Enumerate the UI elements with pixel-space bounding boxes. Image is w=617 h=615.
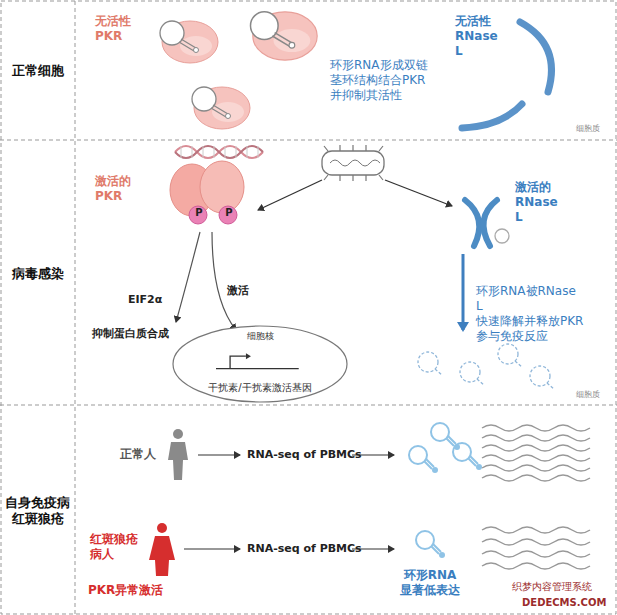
finding-label: PKR异常激活 xyxy=(88,583,163,598)
watermark: DEDECMS.COM xyxy=(522,597,606,610)
state-label: 无活性 RNase L xyxy=(455,14,498,59)
band-heading: 病毒感染 xyxy=(0,265,75,281)
band-heading: 自身免疫病 红斑狼疮 xyxy=(0,494,75,527)
group-label: 红斑狼疮 病人 xyxy=(90,532,138,562)
group-label: 正常人 xyxy=(120,447,156,462)
protein-label: EIF2α xyxy=(128,293,162,307)
heading-text: 病毒感染 xyxy=(12,265,64,281)
note-text: 环形RNA形成双链 茎环结构结合PKR 并抑制其活性 xyxy=(330,58,428,103)
method-label: RNA-seq of PBMCs xyxy=(247,448,362,462)
band-panel: 正常细胞 xyxy=(0,0,617,141)
state-label: 无活性 PKR xyxy=(95,14,131,44)
note-text: 环形RNA被RNase L 快速降解并释放PKR 参与免疫反应 xyxy=(476,284,583,344)
band-heading: 正常细胞 xyxy=(0,62,75,78)
phospho-mark: P xyxy=(219,207,239,220)
finding-label: 环形RNA 显著低表达 xyxy=(400,568,460,598)
nucleus-label: 细胞核 xyxy=(172,330,348,343)
watermark: 织梦内容管理系统 xyxy=(512,581,592,594)
gene-label: 干扰素/干扰素激活基因 xyxy=(172,381,348,395)
nucleus-ellipse: 细胞核干扰素/干扰素激活基因 xyxy=(172,325,348,403)
heading-text: 自身免疫病 红斑狼疮 xyxy=(5,494,70,527)
phospho-mark: P xyxy=(189,207,209,220)
state-label: 激活的 RNase L xyxy=(515,180,558,225)
state-label: 激活的 PKR xyxy=(95,174,131,204)
method-label: RNA-seq of PBMCs xyxy=(247,542,362,556)
arrow-label: 激活 xyxy=(227,284,249,298)
region-label: 细胞质 xyxy=(576,124,600,134)
region-label: 细胞质 xyxy=(576,390,600,400)
effect-label: 抑制蛋白质合成 xyxy=(92,327,169,341)
heading-text: 正常细胞 xyxy=(12,62,64,78)
